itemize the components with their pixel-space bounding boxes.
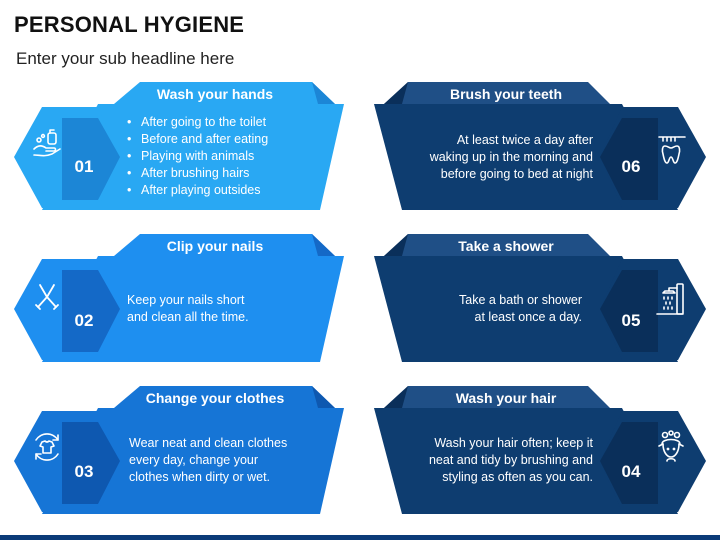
item-03-shapes <box>14 386 344 514</box>
item-01-header-band <box>114 82 335 104</box>
shirt-cycle-icon <box>35 433 59 461</box>
item-06-description: At least twice a day after waking up in … <box>396 132 593 183</box>
bottom-accent-bar <box>0 535 720 540</box>
item-04-shapes <box>374 386 706 514</box>
item-03-header: Change your clothes <box>145 390 285 406</box>
item-02-header-band <box>114 234 335 256</box>
item-01-header: Wash your hands <box>156 86 274 102</box>
text-line: and clean all the time. <box>127 310 249 324</box>
item-03-header-band <box>114 386 335 408</box>
item-01-bullets: After going to the toilet Before and aft… <box>127 114 317 199</box>
item-02-header-fold <box>312 234 335 256</box>
item-02-number: 02 <box>74 311 94 330</box>
bullet-item: After playing outsides <box>127 182 317 199</box>
text-line: Wash your hair often; keep it <box>434 436 593 450</box>
item-04-header: Wash your hair <box>455 390 557 406</box>
item-03-description: Wear neat and clean clothes every day, c… <box>129 435 329 486</box>
item-04-header-fold <box>384 386 408 408</box>
tooth-brush-icon <box>658 136 686 164</box>
item-01-number: 01 <box>74 157 94 176</box>
bullet-item: Before and after eating <box>127 131 317 148</box>
item-06-header: Brush your teeth <box>449 86 562 102</box>
item-04-body <box>374 408 678 514</box>
bullet-item: After brushing hairs <box>127 165 317 182</box>
item-06-header-fold <box>384 82 408 104</box>
shower-icon <box>656 283 684 315</box>
item-01-hexagon-inner <box>62 118 120 200</box>
item-04-hexagon-inner <box>600 422 658 504</box>
item-06-number: 06 <box>621 157 641 176</box>
text-line: neat and tidy by brushing and <box>428 453 593 467</box>
item-01-header-fold <box>312 82 335 104</box>
item-02-hexagon-inner <box>62 270 120 352</box>
text-line: waking up in the morning and <box>429 150 593 164</box>
bullet-item: After going to the toilet <box>127 114 317 131</box>
text-line: at least once a day. <box>474 310 582 324</box>
item-04-number: 04 <box>621 462 641 481</box>
item-05-body <box>374 256 678 362</box>
text-line: Wear neat and clean clothes <box>129 436 288 450</box>
item-06-shapes <box>374 82 706 210</box>
item-04-description: Wash your hair often; keep it neat and t… <box>396 435 593 486</box>
page-subtitle: Enter your sub headline here <box>16 49 235 68</box>
item-05-hexagon-inner <box>600 270 658 352</box>
text-line: At least twice a day after <box>456 133 593 147</box>
hand-washing-icon <box>33 129 61 157</box>
item-05-header-fold <box>384 234 408 256</box>
item-03-header-fold <box>312 386 335 408</box>
item-05-header: Take a shower <box>458 238 554 254</box>
item-02-body <box>42 256 344 362</box>
item-06-hexagon-inner <box>600 118 658 200</box>
text-line: Keep your nails short <box>127 293 245 307</box>
text-line: clothes when dirty or wet. <box>129 470 271 484</box>
hair-wash-icon <box>658 430 684 462</box>
item-05-number: 05 <box>621 311 641 330</box>
item-05-header-band <box>384 234 610 256</box>
item-02-description: Keep your nails short and clean all the … <box>127 292 327 326</box>
item-05-description: Take a bath or shower at least once a da… <box>396 292 582 326</box>
bullet-item: Playing with animals <box>127 148 317 165</box>
item-04-header-band <box>384 386 610 408</box>
item-06-header-band <box>384 82 610 104</box>
page-title: PERSONAL HYGIENE <box>14 12 245 37</box>
text-line: every day, change your <box>129 453 259 467</box>
nail-clipper-icon <box>35 284 59 310</box>
item-03-hexagon-inner <box>62 422 120 504</box>
item-06-body <box>374 104 678 210</box>
item-02-shapes <box>14 234 344 362</box>
text-line: styling as often as you can. <box>442 470 593 484</box>
item-03-number: 03 <box>74 462 94 481</box>
item-03-body <box>42 408 344 514</box>
text-line: before going to bed at night <box>440 167 593 181</box>
text-line: Take a bath or shower <box>459 293 582 307</box>
item-02-header: Clip your nails <box>166 238 264 254</box>
